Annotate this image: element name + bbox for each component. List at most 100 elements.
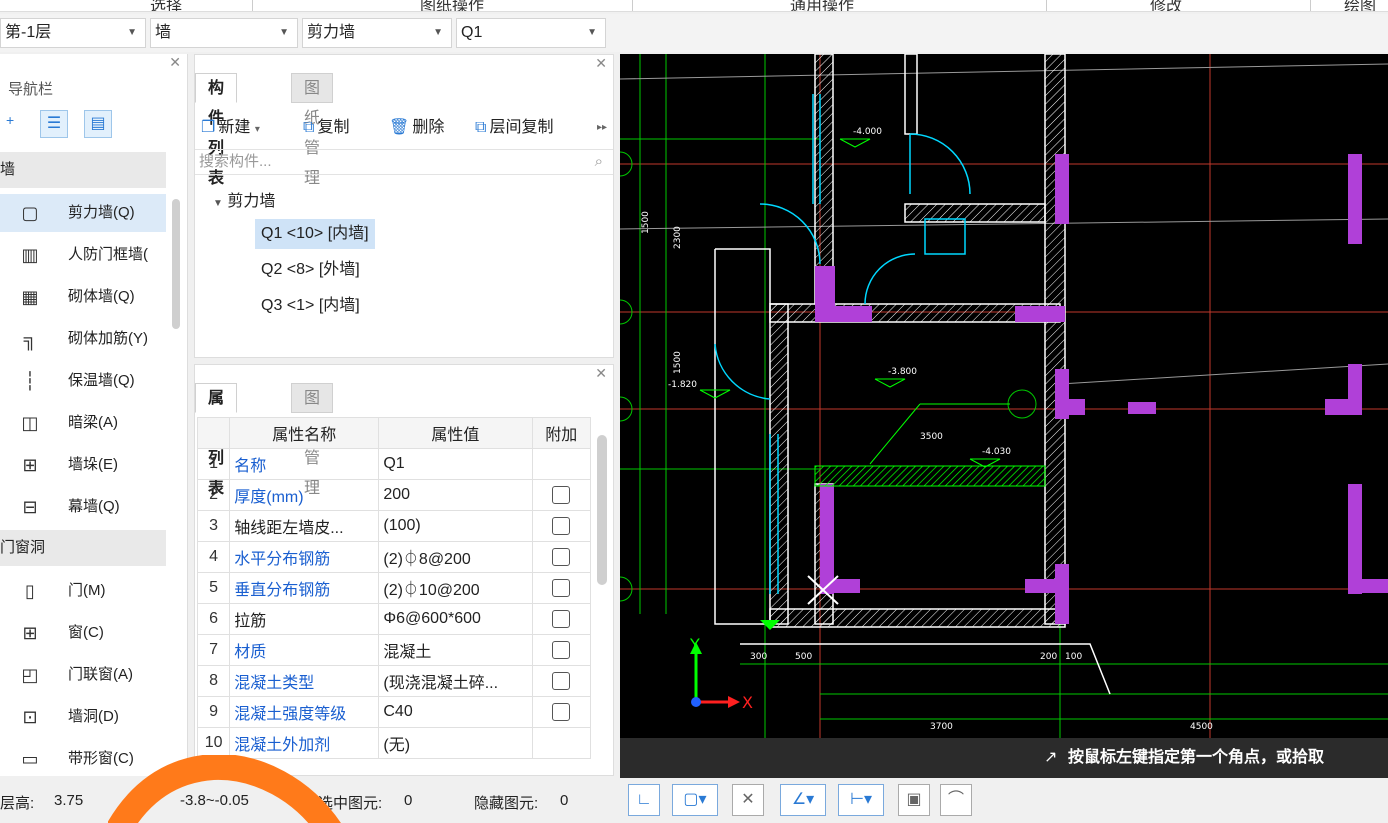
- property-extra-cell: [531, 541, 592, 573]
- property-name: 水平分布钢筋: [229, 541, 380, 573]
- nav-group-door-window[interactable]: 门窗洞: [0, 530, 166, 566]
- nav-item-wall-hole[interactable]: ⊡ 墙洞(D): [0, 698, 166, 736]
- extra-checkbox[interactable]: [552, 671, 571, 690]
- nav-item-curtain-wall[interactable]: ⊟ 幕墙(Q): [0, 488, 166, 526]
- nav-item-door[interactable]: ▯ 门(M): [0, 572, 166, 610]
- extra-checkbox[interactable]: [552, 640, 571, 659]
- ribbon-tab[interactable]: 通用操作: [790, 0, 855, 12]
- delete-button[interactable]: 🗑删除: [389, 113, 444, 143]
- nav-item-civil-defense-wall[interactable]: ▥ 人防门框墙(: [0, 236, 166, 274]
- gray-lines: [620, 63, 1388, 385]
- selected-count: 0: [404, 792, 413, 809]
- extra-checkbox[interactable]: [552, 702, 571, 721]
- property-value[interactable]: (现浇混凝土碎...: [378, 665, 533, 697]
- civil-defense-wall-icon: ▥: [21, 245, 39, 265]
- floor-copy-icon: ⧉: [475, 119, 487, 136]
- collapse-icon[interactable]: ▼: [213, 198, 223, 209]
- property-value[interactable]: Q1: [378, 448, 533, 480]
- display-icon[interactable]: ▣: [898, 784, 930, 816]
- nav-item-window[interactable]: ⊞ 窗(C): [0, 614, 166, 652]
- tree-item-q3[interactable]: Q3 <1> [内墙]: [261, 297, 360, 314]
- component-select[interactable]: Q1 ▼: [456, 18, 606, 48]
- ribbon-tab[interactable]: 绘图: [1344, 0, 1377, 12]
- close-icon[interactable]: ✕: [595, 365, 607, 381]
- extra-checkbox[interactable]: [552, 578, 571, 597]
- type-select[interactable]: 剪力墙 ▼: [302, 18, 452, 48]
- property-scrollbar[interactable]: [597, 435, 607, 585]
- more-icon[interactable]: ▸▸: [597, 122, 608, 133]
- property-value[interactable]: 200: [378, 479, 533, 511]
- tab-drawing-management[interactable]: 图纸管理: [291, 73, 334, 187]
- window-icon: ⊞: [22, 623, 38, 643]
- property-name: 垂直分布钢筋: [229, 572, 380, 604]
- extra-checkbox[interactable]: [552, 547, 571, 566]
- header-name: 属性名称: [229, 417, 380, 449]
- cad-drawing[interactable]: -4.000 -3.800 -4.030 -1.820 3500 3700 45…: [620, 54, 1388, 738]
- tab-layer-management[interactable]: 图层管理: [291, 383, 334, 497]
- dim-text: 3700: [930, 722, 953, 732]
- property-value[interactable]: (无): [378, 727, 533, 759]
- category-select[interactable]: 墙 ▼: [150, 18, 298, 48]
- property-value[interactable]: 混凝土: [378, 634, 533, 666]
- new-button[interactable]: ❐新建 ▾: [201, 113, 260, 145]
- dynamic-input-icon[interactable]: ⊢▾: [838, 784, 884, 816]
- nav-item-door-window[interactable]: ◰ 门联窗(A): [0, 656, 166, 694]
- ortho-icon[interactable]: ∟: [628, 784, 660, 816]
- copy-button[interactable]: ⧉复制: [303, 113, 349, 143]
- nav-scrollbar[interactable]: [172, 199, 180, 329]
- nav-item-label: 保温墙(Q): [68, 372, 135, 389]
- property-value[interactable]: (2)⏀8@200: [378, 541, 533, 573]
- level-text: -4.000: [853, 127, 882, 137]
- ribbon-tab[interactable]: 选择: [150, 0, 183, 12]
- extra-checkbox[interactable]: [552, 516, 571, 535]
- floor-select[interactable]: 第-1层 ▼: [0, 18, 146, 48]
- tree-item-q2[interactable]: Q2 <8> [外墙]: [261, 261, 360, 278]
- nav-item-label: 门(M): [68, 582, 106, 599]
- property-value[interactable]: C40: [378, 696, 533, 728]
- ribbon-tab[interactable]: 图纸操作: [420, 0, 485, 12]
- snap-icon[interactable]: ▢▾: [672, 784, 718, 816]
- angle-icon[interactable]: ∠▾: [780, 784, 826, 816]
- nav-item-masonry-wall[interactable]: ▦ 砌体墙(Q): [0, 278, 166, 316]
- nav-item-hidden-beam[interactable]: ◫ 暗梁(A): [0, 404, 166, 442]
- nav-item-masonry-rebar[interactable]: ╗ 砌体加筋(Y): [0, 320, 166, 358]
- add-icon[interactable]: +: [6, 112, 15, 128]
- detail-view-icon[interactable]: ▤: [84, 110, 112, 138]
- ribbon-tab[interactable]: 修改: [1150, 0, 1183, 12]
- nav-item-wall-pier[interactable]: ⊞ 墙垛(E): [0, 446, 166, 484]
- type-select-value: 剪力墙: [307, 24, 356, 41]
- nav-item-strip-window[interactable]: ▭ 带形窗(C): [0, 740, 166, 778]
- extra-checkbox[interactable]: [552, 485, 571, 504]
- tab-component-list[interactable]: 构件列表: [195, 73, 238, 187]
- tree-item-q1[interactable]: Q1 <10> [内墙]: [255, 219, 375, 249]
- trace-icon[interactable]: ⌒: [940, 784, 972, 816]
- search-input[interactable]: 搜索构件... ⌕: [195, 149, 613, 175]
- tree-root-shear-wall[interactable]: ▼ 剪力墙: [213, 187, 275, 211]
- cross-snap-icon[interactable]: ✕: [732, 784, 764, 816]
- nav-group-label: 墙: [0, 161, 16, 178]
- list-view-icon[interactable]: ☰: [40, 110, 68, 138]
- cad-canvas[interactable]: -4.000 -3.800 -4.030 -1.820 3500 3700 45…: [620, 54, 1388, 778]
- nav-group-wall[interactable]: 墙: [0, 152, 166, 188]
- extra-checkbox[interactable]: [552, 609, 571, 628]
- nav-item-insulation-wall[interactable]: ┆ 保温墙(Q): [0, 362, 166, 400]
- property-value[interactable]: Φ6@600*600: [378, 603, 533, 635]
- floor-copy-button[interactable]: ⧉层间复制: [475, 113, 553, 143]
- axis-y-label: Y: [689, 635, 700, 654]
- close-icon[interactable]: ✕: [595, 55, 607, 71]
- property-value[interactable]: (2)⏀10@200: [378, 572, 533, 604]
- property-value[interactable]: (100): [378, 510, 533, 542]
- tab-property-list[interactable]: 属性列表: [195, 383, 238, 497]
- nav-item-shear-wall[interactable]: ▢ 剪力墙(Q): [0, 194, 166, 232]
- close-icon[interactable]: ✕: [169, 54, 181, 70]
